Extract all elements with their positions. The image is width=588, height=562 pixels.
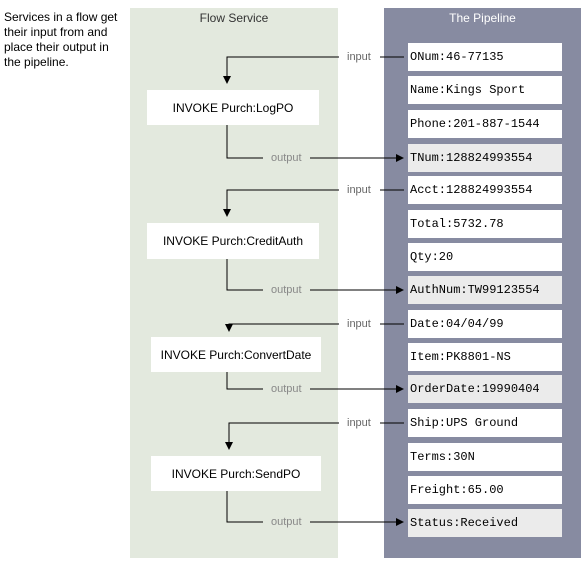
pipeline-field: TNum:128824993554 bbox=[408, 144, 562, 172]
invoke-creditauth-label: INVOKE Purch:CreditAuth bbox=[162, 234, 304, 248]
pipeline-field: Terms:30N bbox=[408, 443, 562, 471]
input-label: input bbox=[347, 184, 371, 196]
invoke-sendpo-box[interactable]: INVOKE Purch:SendPO bbox=[151, 456, 321, 491]
pipeline-field: ONum:46-77135 bbox=[408, 43, 562, 71]
pipeline-field: Freight:65.00 bbox=[408, 476, 562, 504]
pipeline-field: Name:Kings Sport bbox=[408, 76, 562, 104]
pipeline-title: The Pipeline bbox=[449, 11, 516, 25]
pipeline-field: Acct:128824993554 bbox=[408, 176, 562, 204]
pipeline-field: Item:PK8801-NS bbox=[408, 343, 562, 371]
invoke-creditauth-box[interactable]: INVOKE Purch:CreditAuth bbox=[147, 223, 319, 259]
invoke-convertdate-box[interactable]: INVOKE Purch:ConvertDate bbox=[151, 337, 321, 372]
flow-service-title: Flow Service bbox=[199, 11, 269, 25]
pipeline-field: Qty:20 bbox=[408, 243, 562, 271]
invoke-convertdate-label: INVOKE Purch:ConvertDate bbox=[160, 347, 312, 362]
pipeline-field: Total:5732.78 bbox=[408, 210, 562, 238]
output-label: output bbox=[271, 152, 302, 164]
input-label: input bbox=[347, 51, 371, 63]
input-label: input bbox=[347, 417, 371, 429]
pipeline-field: Ship:UPS Ground bbox=[408, 409, 562, 437]
caption-text: Services in a flow get their input from … bbox=[4, 10, 118, 69]
output-label: output bbox=[271, 516, 302, 528]
pipeline-field: Date:04/04/99 bbox=[408, 310, 562, 338]
pipeline-field: Status:Received bbox=[408, 509, 562, 537]
pipeline-field: Phone:201-887-1544 bbox=[408, 110, 562, 138]
invoke-logpo-label: INVOKE Purch:LogPO bbox=[172, 100, 294, 115]
pipeline-field: AuthNum:TW99123554 bbox=[408, 276, 562, 304]
pipeline-field: OrderDate:19990404 bbox=[408, 375, 562, 403]
output-label: output bbox=[271, 284, 302, 296]
output-label: output bbox=[271, 383, 302, 395]
invoke-sendpo-label: INVOKE Purch:SendPO bbox=[171, 466, 301, 481]
invoke-logpo-box[interactable]: INVOKE Purch:LogPO bbox=[147, 90, 319, 125]
input-label: input bbox=[347, 318, 371, 330]
